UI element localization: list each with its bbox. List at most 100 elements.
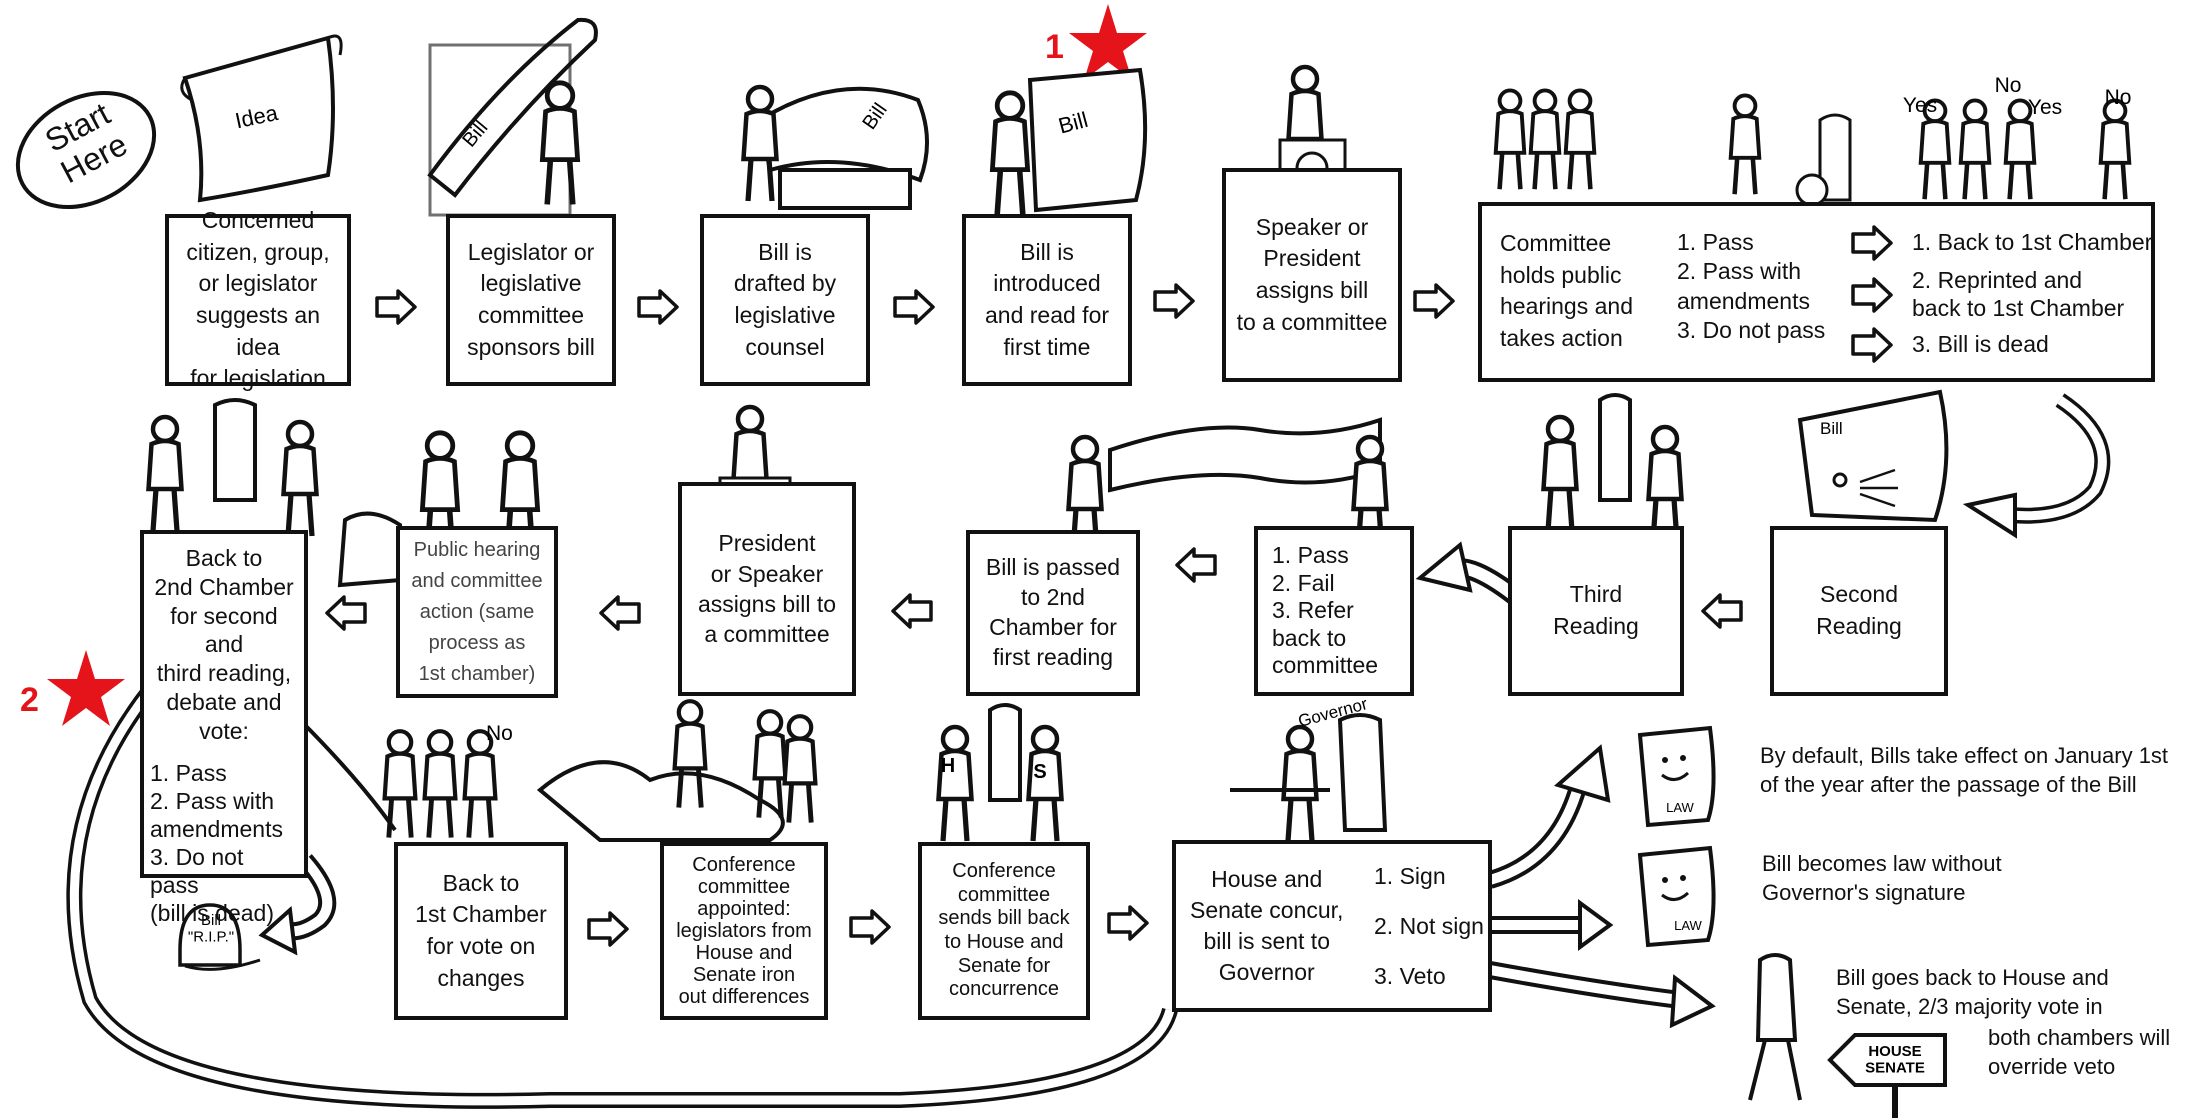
step-drafted-box: Bill is drafted by legislative counsel [700, 214, 870, 386]
banner-carriers-icon [1069, 417, 1387, 551]
arrow-right-icon [1152, 282, 1196, 320]
step-introduced-text: Bill is introduced and read for first ti… [984, 238, 1110, 360]
law-scroll-1-icon [1637, 725, 1716, 828]
marker-number-2: 2 [20, 681, 39, 719]
arrow-left-icon [324, 594, 368, 632]
step-idea-text: Concerned citizen, group, or legislator … [186, 206, 330, 392]
committee-results-box [1850, 202, 2155, 382]
committee-action-text: Committee holds public hearings and take… [1500, 230, 1633, 352]
outcome-sign-text: By default, Bills take effect on January… [1760, 743, 2169, 797]
governor-option-sign: 1. Sign [1374, 863, 1446, 889]
house-letter: H [941, 755, 955, 777]
third-reading-figure-icon [1544, 393, 1682, 541]
outcome-veto-text-2: both chambers will override veto [1988, 1025, 2171, 1079]
step-introduced-box: Bill is introduced and read for first ti… [962, 214, 1132, 386]
committee-group-icon [1496, 90, 2130, 207]
arrow-right-icon [848, 908, 892, 946]
committee-options-text: 1. Pass 2. Pass with amendments 3. Do no… [1677, 229, 1826, 344]
arrow-right-icon [1850, 326, 1894, 364]
sponsor-figure-icon [427, 17, 598, 217]
speaker-podium-icon [1278, 67, 1347, 185]
arrow-left-icon [1700, 592, 1744, 630]
back-2nd-figure-icon [149, 398, 317, 536]
back-1st-text: Back to 1st Chamber for vote on changes [415, 869, 547, 991]
step-idea-box: Concerned citizen, group, or legislator … [165, 207, 351, 391]
start-here-oval [15, 90, 157, 210]
sign-arrow [1487, 777, 1589, 889]
step-governor-box: House and Senate concur, bill is sent to… [1172, 840, 1492, 1012]
conference-text: Conference committee appointed: legislat… [676, 854, 812, 1008]
passed-2nd-text: Bill is passed to 2nd Chamber for first … [985, 554, 1121, 670]
arrow-right-icon [1850, 276, 1894, 314]
second-reading-bill-label: Bill [1820, 419, 1843, 438]
arrow-right-icon [374, 288, 418, 326]
arrow-left-icon [890, 592, 934, 630]
step-passed-2nd-box: Bill is passed to 2nd Chamber for first … [966, 530, 1140, 696]
marker-number-1: 1 [1045, 28, 1064, 66]
third-reading-text: Third Reading [1553, 581, 1639, 639]
arrow-right-icon [1850, 224, 1894, 262]
idea-scroll-icon [180, 34, 343, 203]
law-label-2: LAW [1674, 918, 1702, 933]
step-sponsor-text: Legislator or legislative committee spon… [467, 238, 595, 360]
step-conference-box: Conference committee appointed: legislat… [660, 842, 828, 1020]
star-marker-2 [47, 650, 125, 726]
no-vote-crowd-icon [385, 731, 496, 837]
step-hearing-2nd-box: Public hearing and committee action (sam… [396, 526, 558, 698]
drafting-figure-icon [744, 87, 929, 210]
step-third-reading-box: Third Reading [1508, 526, 1684, 696]
governor-main-text: House and Senate concur, bill is sent to… [1190, 866, 1344, 986]
outcome-veto-text-1: Bill goes back to House and Senate, 2/3 … [1836, 965, 2109, 1019]
hearing-2nd-text: Public hearing and committee action (sam… [411, 538, 543, 685]
step-drafted-text: Bill is drafted by legislative counsel [733, 238, 837, 360]
vote-label-4: No [2105, 86, 2132, 109]
arrow-left-icon [1174, 546, 1218, 584]
step-sponsor-box: Legislator or legislative committee spon… [446, 214, 616, 386]
house-senate-signpost-icon [1827, 1033, 1947, 1118]
arrow-left-icon [598, 594, 642, 632]
back-2nd-title: Back to 2nd Chamber for second and third… [154, 545, 294, 744]
committee-result-1: 1. Back to 1st Chamber [1912, 229, 2153, 255]
governor-option-veto: 3. Veto [1374, 963, 1446, 989]
walking-bill-icon [1748, 953, 1802, 1101]
arrow-right-icon [586, 910, 630, 948]
committee-result-3: 3. Bill is dead [1912, 331, 2049, 357]
step-assign-committee-box: Speaker or President assigns bill to a c… [1222, 168, 1402, 382]
law-label-1: LAW [1666, 800, 1694, 815]
step-vote-options-box: 1. Pass 2. Fail 3. Refer back to committ… [1254, 526, 1414, 696]
governor-option-not-sign: 2. Not sign [1374, 913, 1484, 939]
step-back-2nd-box: Back to 2nd Chamber for second and third… [140, 530, 308, 926]
second-reading-text: Second Reading [1816, 581, 1902, 639]
no-vote-label: No [486, 722, 513, 745]
step-second-reading-box: Second Reading [1770, 526, 1948, 696]
star-marker-1 [1069, 4, 1147, 80]
step-committee-box: Committee holds public hearings and take… [1478, 202, 1878, 382]
tombstone-icon [178, 903, 261, 971]
vote-label-2: No [1995, 74, 2022, 97]
committee-result-2: 2. Reprinted and back to 1st Chamber [1912, 267, 2125, 322]
amendments-to-1st-chamber-arrow [298, 718, 397, 832]
conference-table-icon [536, 701, 815, 842]
arrow-right-icon [892, 288, 936, 326]
step-back-1st-box: Back to 1st Chamber for vote on changes [394, 842, 568, 1020]
arrow-right-icon [1412, 282, 1456, 320]
senate-letter: S [1033, 761, 1046, 783]
vote-options-text: 1. Pass 2. Fail 3. Refer back to committ… [1272, 542, 1379, 679]
law-scroll-2-icon [1637, 845, 1716, 948]
arrow-right-icon [1106, 904, 1150, 942]
step-conference-back-box: Conference committee sends bill back to … [918, 842, 1090, 1020]
tombstone-label: Bill"R.I.P." [188, 912, 234, 946]
introduce-figure-icon [992, 67, 1148, 214]
step-assigns-2nd-box: President or Speaker assigns bill to a c… [678, 482, 856, 696]
vote-label-3: Yes [2028, 96, 2062, 119]
second-reading-bill-icon [1797, 389, 1949, 523]
arrow-right-icon [636, 288, 680, 326]
governor-figure-icon [1230, 713, 1388, 841]
back-2nd-options: 1. Pass 2. Pass with amendments 3. Do no… [150, 760, 283, 927]
outcome-not-sign-text: Bill becomes law without Governor's sign… [1762, 851, 2002, 905]
assigns-2nd-text: President or Speaker assigns bill to a c… [697, 530, 837, 648]
conference-back-text: Conference committee sends bill back to … [938, 860, 1070, 1001]
step-assign-committee-text: Speaker or President assigns bill to a c… [1236, 213, 1388, 335]
